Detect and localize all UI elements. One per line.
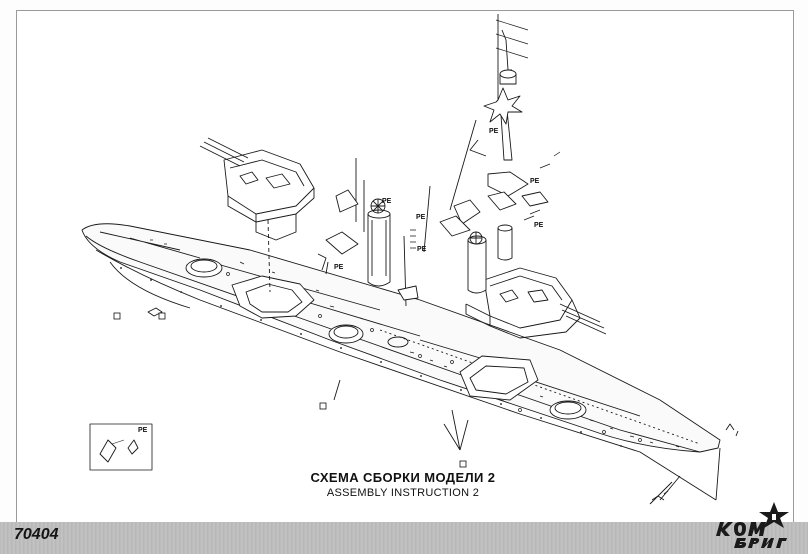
pe-label: PE (334, 264, 344, 271)
inset-pe-label: PE (138, 427, 148, 434)
pe-label: PE (489, 128, 499, 135)
part-tag-icon (113, 312, 467, 468)
product-code: 70404 (14, 526, 59, 543)
pe-label: PE (416, 214, 426, 221)
pe-label: PE (530, 178, 540, 185)
turret-icon (465, 267, 607, 339)
star-icon (483, 87, 523, 125)
ship-hull-icon (81, 223, 721, 501)
brand-logo (716, 502, 789, 548)
pe-label: PE (417, 246, 427, 253)
mast-icon (317, 14, 561, 307)
pe-label: PE (534, 222, 544, 229)
turret-icon (199, 137, 315, 293)
footer-bar (0, 522, 808, 554)
funnel-icon (367, 198, 513, 294)
pe-label: PE (382, 198, 392, 205)
title-en: ASSEMBLY INSTRUCTION 2 (326, 487, 480, 499)
title-ru: СХЕМА СБОРКИ МОДЕЛИ 2 (310, 470, 496, 485)
